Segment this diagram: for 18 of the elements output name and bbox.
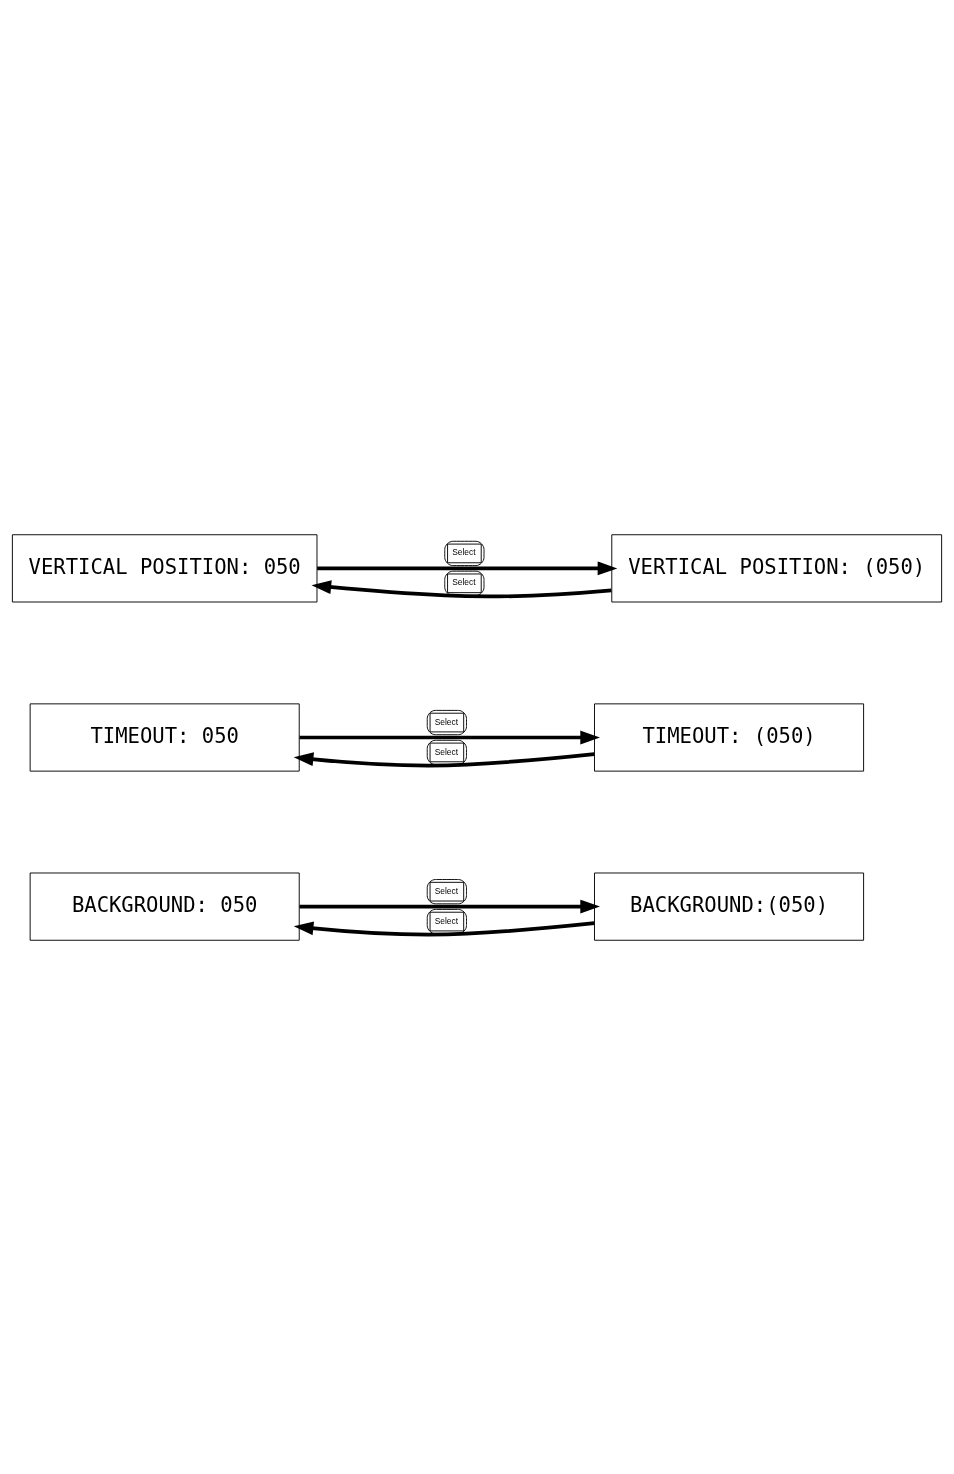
edge-label: Select: [434, 915, 459, 926]
edge-label: Select: [452, 546, 476, 557]
arrow: [299, 899, 600, 913]
edge-label: Select: [434, 885, 459, 896]
node-box: BACKGROUND:(050): [594, 872, 865, 941]
node-box: VERTICAL POSITION: 050: [11, 533, 318, 602]
edge-label: Select: [434, 716, 459, 727]
arrow: [293, 751, 595, 767]
edge-label: Select: [434, 746, 459, 757]
node-box: VERTICAL POSITION: (050): [611, 533, 943, 602]
arrow: [311, 579, 612, 598]
node-box: TIMEOUT: (050): [594, 702, 865, 772]
edge-label: Select: [452, 576, 476, 587]
node-box: TIMEOUT: 050: [29, 702, 300, 772]
arrow: [317, 561, 618, 575]
arrow: [293, 920, 595, 936]
arrow: [299, 730, 600, 744]
node-box: BACKGROUND: 050: [29, 872, 300, 941]
